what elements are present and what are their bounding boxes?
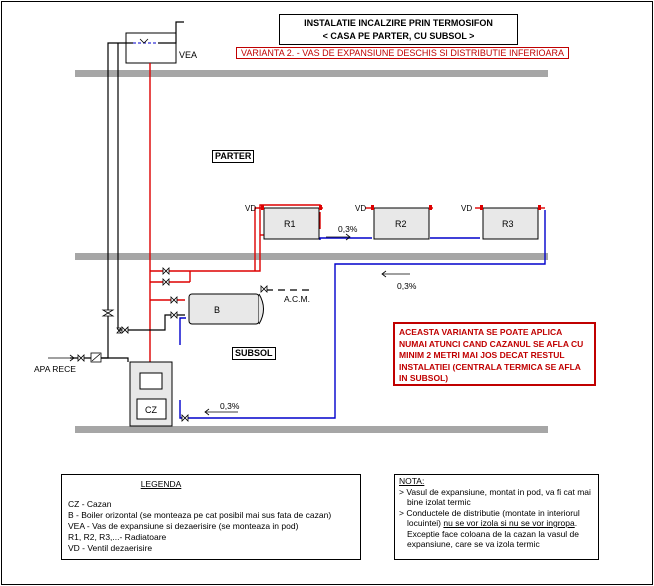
note-item-2-b: nu se vor izola si nu se vor ingropa <box>443 518 575 528</box>
acm-label: A.C.M. <box>284 294 310 304</box>
slope-label-2: 0,3% <box>397 281 417 291</box>
vd-label-1: VD <box>245 204 256 213</box>
note-item-1: > Vasul de expansiune, montat in pod, va… <box>399 486 591 508</box>
note-item-2: > Conductele de distributie (montate in … <box>399 508 594 550</box>
note-item-2-a: > Conductele de distributie (montate in … <box>399 507 580 529</box>
expansion-vessel <box>107 21 184 330</box>
slope-label-3: 0,3% <box>220 401 240 411</box>
legend-item: VD - Ventil dezaerisire <box>68 543 153 553</box>
r3-label: R3 <box>502 219 514 229</box>
return-pipes <box>179 210 546 419</box>
r2-label: R2 <box>395 219 407 229</box>
legend-title: LEGENDA <box>140 479 182 489</box>
valve-icons <box>77 267 268 422</box>
vd-label-2: VD <box>355 204 366 213</box>
note-title: NOTA: <box>399 476 425 486</box>
boiler-b <box>188 293 264 325</box>
basement-floor-slab <box>75 426 548 433</box>
vd-label-3: VD <box>461 204 472 213</box>
title-line-2: < CASA PE PARTER, CU SUBSOL > <box>322 31 475 41</box>
note: NOTA: > Vasul de expansiune, montat in p… <box>394 474 599 560</box>
title-line-1: INSTALATIE INCALZIRE PRIN TERMOSIFON <box>304 18 493 28</box>
cazan-cz <box>129 361 173 427</box>
b-label: B <box>214 305 220 315</box>
legend-item: CZ - Cazan <box>68 499 112 509</box>
check-valve-icon <box>90 352 102 363</box>
vent-valve-markers <box>261 205 541 210</box>
legend-item: R1, R2, R3,...- Radiatoare <box>68 532 167 542</box>
radiator-r1 <box>263 207 320 240</box>
slope-arrows <box>204 233 410 416</box>
legend: LEGENDA CZ - Cazan B - Boiler orizontal … <box>61 474 361 560</box>
radiator-r2 <box>373 207 430 240</box>
r1-label: R1 <box>284 219 296 229</box>
diagram-title: INSTALATIE INCALZIRE PRIN TERMOSIFON < C… <box>279 14 518 45</box>
apa-rece-label: APA RECE <box>34 364 76 374</box>
inlet-arrow-icon <box>48 354 75 362</box>
ground-floor-slab <box>75 253 548 260</box>
radiator-r3 <box>482 207 539 240</box>
attic-floor-slab <box>75 70 548 77</box>
slope-label-1: 0,3% <box>338 224 358 234</box>
variant-label: VARIANTA 2. - VAS DE EXPANSIUNE DESCHIS … <box>236 47 569 59</box>
parter-label: PARTER <box>212 150 255 163</box>
cold-water-line <box>70 314 185 362</box>
vea-label: VEA <box>179 50 197 60</box>
subsol-label: SUBSOL <box>232 347 276 360</box>
warning-note: ACEASTA VARIANTA SE POATE APLICA NUMAI A… <box>393 322 596 386</box>
note-item-2-c: . Exceptie face coloana de la cazan la v… <box>407 518 580 549</box>
cz-label: CZ <box>145 405 157 415</box>
legend-item: VEA - Vas de expansiune si dezaerisire (… <box>68 521 299 531</box>
legend-item: B - Boiler orizontal (se monteaza pe cat… <box>68 510 332 520</box>
